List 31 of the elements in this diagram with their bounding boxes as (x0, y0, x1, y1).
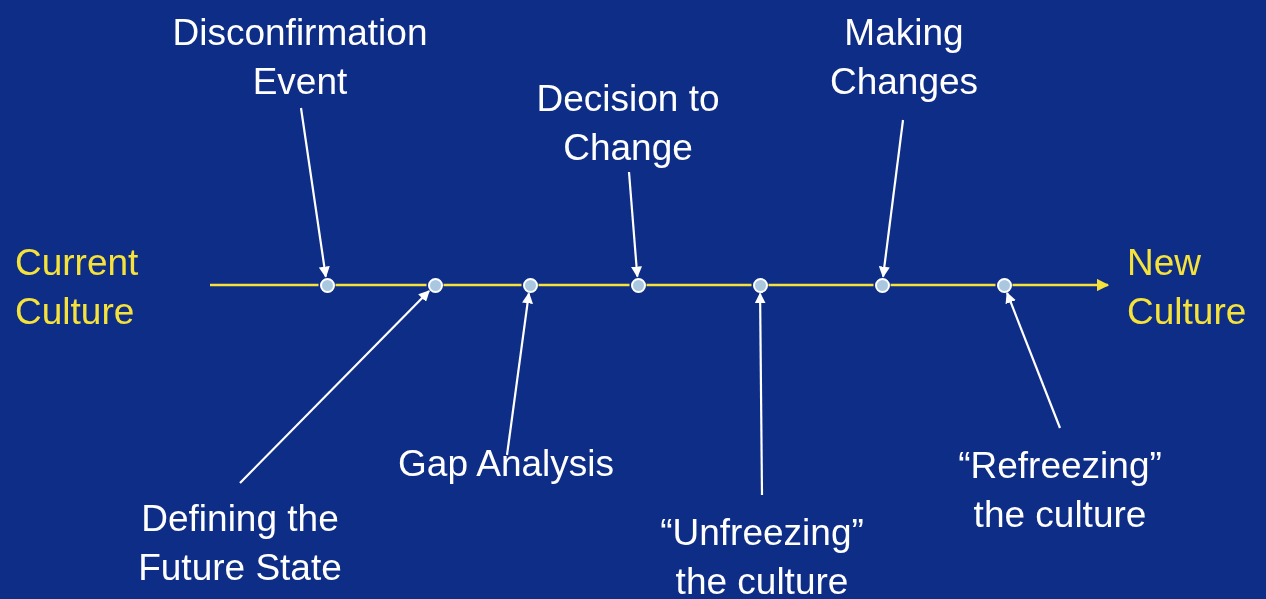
leader-arrow (239, 290, 430, 484)
start-label: Current Culture (15, 238, 139, 336)
milestone-label: Decision to Change (536, 74, 720, 172)
milestone-label: Making Changes (829, 8, 979, 106)
timeline-arrow (1012, 278, 1110, 292)
timeline-line (538, 283, 630, 287)
milestone-label: Defining the Future State (138, 494, 342, 592)
leader-arrow (754, 292, 766, 495)
milestone-dot (522, 277, 538, 293)
leader-arrow (299, 107, 330, 278)
milestone-label: “Unfreezing” the culture (660, 508, 864, 599)
end-label: New Culture (1127, 238, 1247, 336)
milestone-dot (630, 277, 646, 293)
milestone-label: “Refreezing” the culture (958, 441, 1162, 539)
milestone-dot (996, 277, 1012, 293)
timeline-line (210, 283, 319, 287)
timeline-line (768, 283, 874, 287)
leader-arrow (1005, 291, 1062, 429)
timeline-line (443, 283, 522, 287)
leader-arrow (505, 292, 533, 456)
milestone-label: Gap Analysis (398, 439, 614, 488)
timeline-line (890, 283, 996, 287)
leader-arrow (878, 119, 905, 278)
milestone-dot (319, 277, 335, 293)
milestone-dot (427, 277, 443, 293)
timeline-line (335, 283, 427, 287)
milestone-label: Disconfirmation Event (172, 8, 428, 106)
milestone-dot (752, 277, 768, 293)
timeline-line (646, 283, 752, 287)
leader-arrow (627, 171, 642, 278)
milestone-dot (874, 277, 890, 293)
